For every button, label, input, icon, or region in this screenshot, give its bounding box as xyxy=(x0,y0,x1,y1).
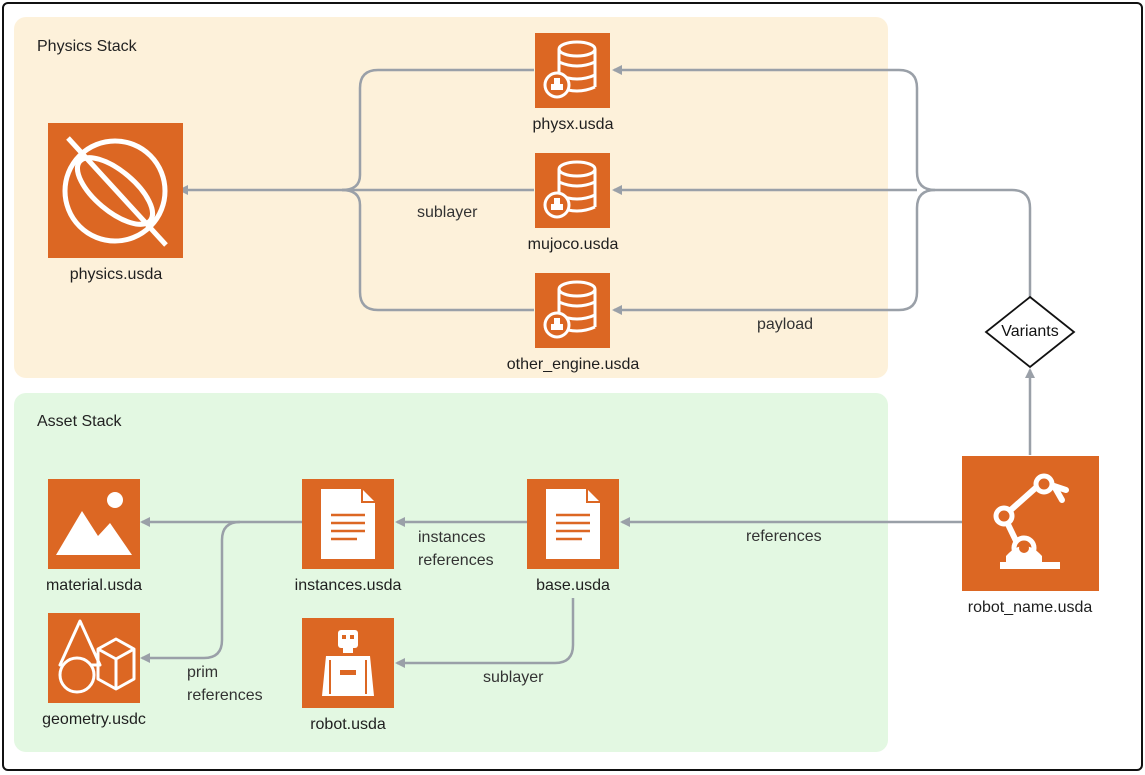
edge-label-sublayer-physics: sublayer xyxy=(417,204,478,221)
physics-node-label: physics.usda xyxy=(69,266,163,283)
database-icon xyxy=(543,160,597,219)
robot-name-node[interactable] xyxy=(962,456,1099,591)
edge-label-prim-1: prim xyxy=(187,664,219,681)
edge-variants-to-other xyxy=(612,188,936,315)
edge-label-references: references xyxy=(746,528,822,545)
base-node-label: base.usda xyxy=(536,577,610,594)
material-node[interactable] xyxy=(48,479,140,569)
edge-label-sublayer-asset: sublayer xyxy=(483,669,544,686)
document-icon xyxy=(546,489,600,559)
material-node-label: material.usda xyxy=(45,577,143,594)
mujoco-node-label: mujoco.usda xyxy=(527,236,619,253)
other-engine-node-label: other_engine.usda xyxy=(506,356,640,373)
physics-node[interactable] xyxy=(48,123,183,258)
edge-label-payload: payload xyxy=(757,316,814,333)
physics-orbit-icon xyxy=(62,136,168,247)
variants-diamond xyxy=(984,295,1076,369)
robot-node-label: robot.usda xyxy=(310,716,386,733)
edge-label-instances-1: instances xyxy=(418,529,486,546)
edge-instances-to-geometry xyxy=(140,520,241,663)
edge-label-prim-2: references xyxy=(187,687,263,704)
edge-label-instances-2: references xyxy=(418,552,494,569)
asset-stack-panel xyxy=(14,393,888,752)
edge-physx-to-physics xyxy=(341,68,534,192)
edge-base-to-robot xyxy=(395,598,575,668)
edge-other-to-physics xyxy=(341,188,534,312)
instances-node[interactable] xyxy=(302,479,394,569)
robot-node[interactable] xyxy=(302,618,394,708)
geometry-node[interactable] xyxy=(48,613,140,703)
other-engine-node[interactable] xyxy=(535,273,610,348)
shapes-icon xyxy=(58,619,136,694)
document-icon xyxy=(321,489,375,559)
robotic-arm-icon xyxy=(993,473,1069,569)
asset-stack-title: Asset Stack xyxy=(37,413,122,430)
physx-node-label: physx.usda xyxy=(532,116,614,133)
physics-stack-title: Physics Stack xyxy=(37,38,137,55)
geometry-node-label: geometry.usdc xyxy=(42,711,146,728)
database-icon xyxy=(543,40,597,99)
base-node[interactable] xyxy=(527,479,619,569)
instances-node-label: instances.usda xyxy=(294,577,402,594)
database-icon xyxy=(543,280,597,339)
mujoco-node[interactable] xyxy=(535,153,610,228)
robot-name-node-label: robot_name.usda xyxy=(967,599,1093,616)
image-icon xyxy=(56,492,132,555)
variants-label: Variants xyxy=(1001,323,1059,340)
edge-variants-to-physx xyxy=(612,65,1032,297)
robot-icon xyxy=(322,630,374,696)
physx-node[interactable] xyxy=(535,33,610,108)
